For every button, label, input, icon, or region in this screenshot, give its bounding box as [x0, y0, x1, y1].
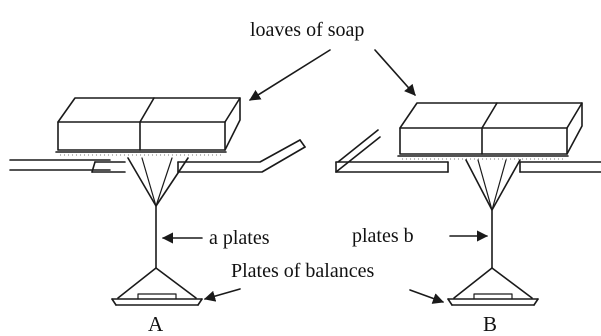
label-a: A: [148, 312, 164, 336]
annotation-arrows: [161, 49, 489, 304]
label-plates-b: plates b: [352, 225, 414, 247]
arrow-balance-b: [409, 289, 445, 304]
label-b: B: [483, 312, 497, 336]
arrow-balance-a: [203, 288, 241, 302]
setup-b: [335, 102, 601, 306]
balance-pan-b: [447, 267, 539, 306]
arrow-loaves-right: [374, 49, 416, 96]
soap-loaves-a: [55, 97, 241, 153]
setup-a: [9, 97, 306, 306]
label-loaves-of-soap: loaves of soap: [250, 19, 364, 41]
shelf-b: [335, 129, 601, 173]
arrow-loaves-left: [249, 49, 331, 101]
soap-loaves-b: [397, 102, 583, 157]
shelf-a: [9, 139, 306, 173]
balance-pan-a: [111, 267, 203, 306]
label-plates-of-balances: Plates of balances: [231, 260, 374, 282]
label-a-plates: a plates: [209, 227, 270, 249]
plate-a: [127, 157, 189, 269]
plate-b: [465, 159, 521, 269]
